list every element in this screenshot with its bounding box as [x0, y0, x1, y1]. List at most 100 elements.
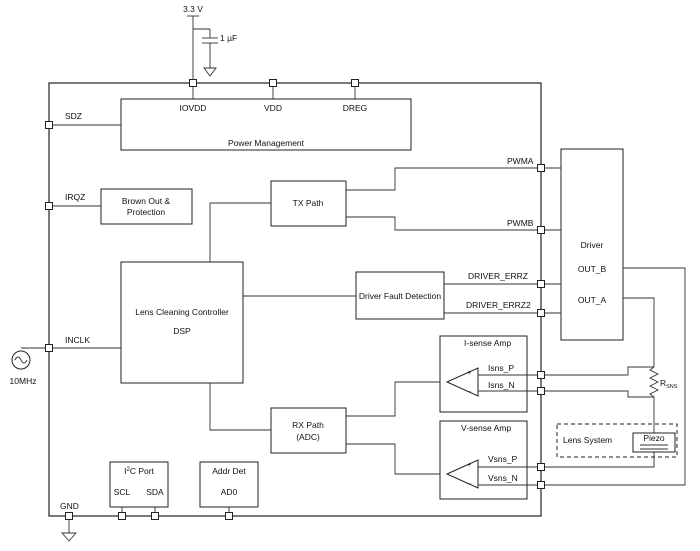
sdz-label: SDZ	[65, 111, 82, 121]
gnd-pin	[65, 512, 73, 520]
rx-path-line1: RX Path	[292, 420, 324, 430]
inclk-pin	[45, 344, 53, 352]
driver-block: Driver OUT_B OUT_A	[541, 148, 624, 341]
vsns-n-label: Vsns_N	[488, 473, 518, 483]
output-network: RSNS Lens System Piezo	[541, 267, 686, 486]
gnd-label: GND	[60, 501, 79, 511]
out-b-label: OUT_B	[578, 264, 607, 274]
pwma-wire	[346, 167, 541, 191]
power-management-block: IOVDD VDD DREG Power Management	[120, 83, 412, 151]
isns-p-pin	[537, 371, 545, 379]
pwmb-label: PWMB	[507, 218, 534, 228]
tx-path-label: TX Path	[293, 198, 324, 208]
controller-dsp-label: DSP	[173, 326, 191, 336]
vsense-out-wire	[346, 443, 447, 475]
addr-det-block: Addr Det AD0	[199, 461, 259, 516]
rsns-label: RSNS	[660, 378, 678, 390]
ad0-label: AD0	[221, 487, 238, 497]
pwmb-wire	[346, 216, 541, 231]
errz-pin	[537, 280, 545, 288]
piezo-label: Piezo	[643, 433, 665, 443]
ground-icon	[61, 532, 77, 542]
dreg-pin-label: DREG	[343, 103, 368, 113]
oscillator: 10MHz	[10, 347, 49, 386]
iovdd-pin	[189, 79, 197, 87]
rx-path-block: RX Path (ADC)	[209, 381, 447, 475]
brown-out-line2: Protection	[127, 207, 166, 217]
pwma-label: PWMA	[507, 156, 534, 166]
isns-n-label: Isns_N	[488, 380, 514, 390]
vsense-opamp-icon	[445, 459, 479, 489]
brown-out-line1: Brown Out &	[122, 196, 171, 206]
vsense-minus-sign: −	[467, 481, 471, 488]
i2c-port-title: I2C Port	[124, 466, 154, 476]
pwma-pin	[537, 164, 545, 172]
errz-label: DRIVER_ERRZ	[468, 271, 528, 281]
isns-p-label: Isns_P	[488, 363, 514, 373]
iovdd-pin-label: IOVDD	[180, 103, 207, 113]
isense-amp-box	[439, 335, 528, 413]
scl-label: SCL	[114, 487, 131, 497]
controller-box	[120, 261, 244, 384]
signal-labels: PWMA PWMB DRIVER_ERRZ DRIVER_ERRZ2	[466, 156, 534, 310]
vsense-plus-sign: +	[467, 462, 471, 469]
rx-path-box	[270, 407, 347, 454]
tx-path-box	[270, 180, 347, 227]
supply-section: 3.3 V 1 µF	[183, 4, 237, 82]
isense-minus-sign: −	[467, 389, 471, 396]
inclk-label: INCLK	[65, 335, 90, 345]
oscillator-label: 10MHz	[10, 376, 37, 386]
isense-amp-block: I-sense Amp + − Isns_P Isns_N	[439, 335, 541, 413]
i2c-port-block: I2C Port SCL SDA	[109, 461, 169, 516]
isns-n-sense-wire	[541, 390, 654, 398]
tx-path-block: TX Path	[209, 167, 541, 262]
vsns-p-pin	[537, 463, 545, 471]
boundary-pins	[45, 79, 545, 520]
brown-out-block: Brown Out & Protection	[100, 188, 193, 225]
supply-voltage-label: 3.3 V	[183, 4, 203, 14]
vdd-pin	[269, 79, 277, 87]
vsns-p-label: Vsns_P	[488, 454, 518, 464]
i2c-port-box	[109, 461, 169, 508]
driver-box	[560, 148, 624, 341]
irqz-label: IRQZ	[65, 192, 85, 202]
controller-block: Lens Cleaning Controller DSP	[120, 261, 244, 384]
isense-opamp-icon	[445, 367, 479, 397]
vsense-amp-block: V-sense Amp + − Vsns_P Vsns_N	[439, 420, 541, 500]
pwmb-pin	[537, 226, 545, 234]
dreg-pin	[351, 79, 359, 87]
addr-det-box	[199, 461, 259, 508]
driver-title: Driver	[581, 240, 604, 250]
rx-path-line2: (ADC)	[296, 432, 320, 442]
vdd-pin-label: VDD	[264, 103, 282, 113]
controller-to-rx-wire	[209, 383, 271, 431]
addr-det-title: Addr Det	[212, 466, 246, 476]
controller-title: Lens Cleaning Controller	[135, 307, 229, 317]
driver-fault-block: Driver Fault Detection	[243, 271, 541, 320]
sda-label: SDA	[146, 487, 164, 497]
isns-p-sense-wire	[541, 366, 654, 376]
ic-boundary	[48, 82, 542, 517]
out-b-wire	[541, 267, 686, 486]
controller-to-tx-wire	[209, 202, 271, 262]
sda-pin	[151, 512, 159, 520]
isns-n-pin	[537, 387, 545, 395]
out-a-wire	[623, 297, 655, 367]
isense-amp-title: I-sense Amp	[464, 338, 512, 348]
isense-out-wire	[346, 381, 447, 417]
errz2-pin	[537, 309, 545, 317]
left-pins: SDZ IRQZ INCLK GND	[49, 111, 121, 511]
lens-system-label: Lens System	[563, 435, 612, 445]
rsns-resistor-icon	[648, 366, 660, 398]
out-a-label: OUT_A	[578, 295, 607, 305]
isense-plus-sign: +	[467, 370, 471, 377]
sdz-pin	[45, 121, 53, 129]
cap-ground-icon	[203, 67, 217, 77]
scl-pin	[118, 512, 126, 520]
errz2-label: DRIVER_ERRZ2	[466, 300, 531, 310]
vsns-n-pin	[537, 481, 545, 489]
irqz-pin	[45, 202, 53, 210]
power-management-box	[120, 98, 412, 151]
sine-wave-icon	[14, 356, 28, 364]
